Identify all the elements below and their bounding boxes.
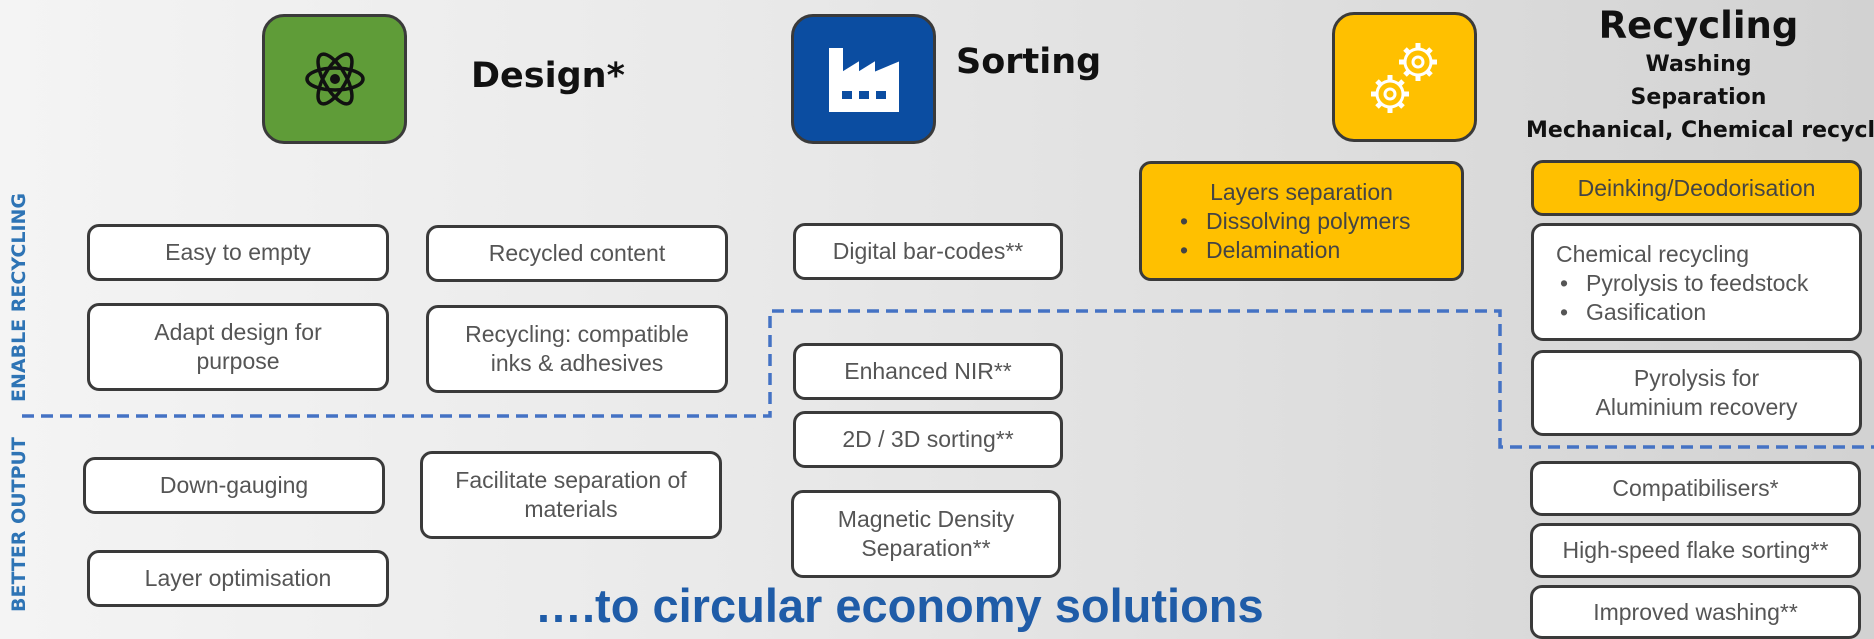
footer-title: ….to circular economy solutions [535,579,1264,632]
down-gauging-label: Down-gauging [159,472,309,498]
enhanced-nir-label: Enhanced NIR** [844,358,1012,384]
flake-sorting-label: High-speed flake sorting** [1562,537,1829,563]
magnetic-density-label-line1: Magnetic Density [837,506,1015,532]
improved-washing-label: Improved washing** [1593,598,1798,625]
pyrolysis-aluminium-box: Pyrolysis for Aluminium recovery [1531,350,1862,436]
compatibilisers-box: Compatibilisers* [1530,461,1861,516]
improved-washing-box: Improved washing** [1530,585,1861,639]
layers-separation-title: Layers separation [1210,178,1393,205]
chemical-recycling-item: Pyrolysis to feedstock [1560,269,1808,298]
sorting-header: Sorting [956,42,1102,82]
flake-sorting-box: High-speed flake sorting** [1530,523,1861,578]
compatibilisers-label: Compatibilisers* [1612,475,1779,501]
factory-icon [828,48,899,112]
facilitate-separation-label-line2: materials [524,496,618,522]
facilitate-separation-label-line1: Facilitate separation of [455,467,687,493]
pyrolysis-aluminium-label-line1: Pyrolysis for [1633,365,1760,391]
chemical-recycling-list: Pyrolysis to feedstock Gasification [1556,269,1808,327]
pyrolysis-aluminium-label-line2: Aluminium recovery [1595,394,1798,420]
magnetic-density-label-line2: Separation** [861,535,991,561]
enhanced-nir-box: Enhanced NIR** [793,343,1063,400]
compatible-inks-label-line2: inks & adhesives [490,350,664,376]
adapt-design-label-line1: Adapt design for [154,319,322,345]
adapt-design-box: Adapt design for purpose [87,303,389,391]
recycling-icon-tile [1332,12,1477,142]
layers-separation-item: Dissolving polymers [1180,207,1445,236]
layers-separation-box: Layers separation Dissolving polymers De… [1139,161,1464,281]
chemical-recycling-title: Chemical recycling [1556,241,1750,267]
easy-to-empty-label: Easy to empty [165,239,311,265]
design-icon-tile [262,14,407,144]
adapt-design-label-line2: purpose [196,348,280,374]
facilitate-separation-box: Facilitate separation of materials [420,451,722,539]
design-header: Design* [471,56,625,96]
layer-optimisation-label: Layer optimisation [144,565,332,591]
easy-to-empty-box: Easy to empty [87,224,389,281]
deinking-label: Deinking/Deodorisation [1577,174,1816,201]
compatible-inks-box: Recycling: compatible inks & adhesives [426,305,728,393]
sorting-2d3d-label: 2D / 3D sorting** [842,426,1014,452]
chemical-recycling-item: Gasification [1560,298,1808,327]
down-gauging-box: Down-gauging [83,457,385,514]
layers-separation-list: Dissolving polymers Delamination [1158,207,1445,265]
recycling-header: Recycling [1598,4,1799,47]
recycled-content-label: Recycled content [488,240,666,266]
digital-barcodes-box: Digital bar-codes** [793,223,1063,280]
deinking-box: Deinking/Deodorisation [1531,160,1862,216]
digital-barcodes-label: Digital bar-codes** [832,238,1024,264]
magnetic-density-box: Magnetic Density Separation** [791,490,1061,578]
recycling-sub-washing: Washing [1645,52,1752,77]
recycling-sub-mechanical-chemical: Mechanical, Chemical recycling [1526,118,1874,143]
gears-icon [1370,43,1437,113]
sorting-2d3d-box: 2D / 3D sorting** [793,411,1063,468]
layers-separation-item: Delamination [1180,236,1445,265]
chemical-recycling-box: Chemical recycling Pyrolysis to feedstoc… [1531,223,1862,341]
layer-optimisation-box: Layer optimisation [87,550,389,607]
sorting-icon-tile [791,14,936,144]
recycled-content-box: Recycled content [426,225,728,282]
compatible-inks-label-line1: Recycling: compatible [465,321,689,347]
recycling-sub-separation: Separation [1630,85,1767,110]
atom-icon [304,52,365,106]
